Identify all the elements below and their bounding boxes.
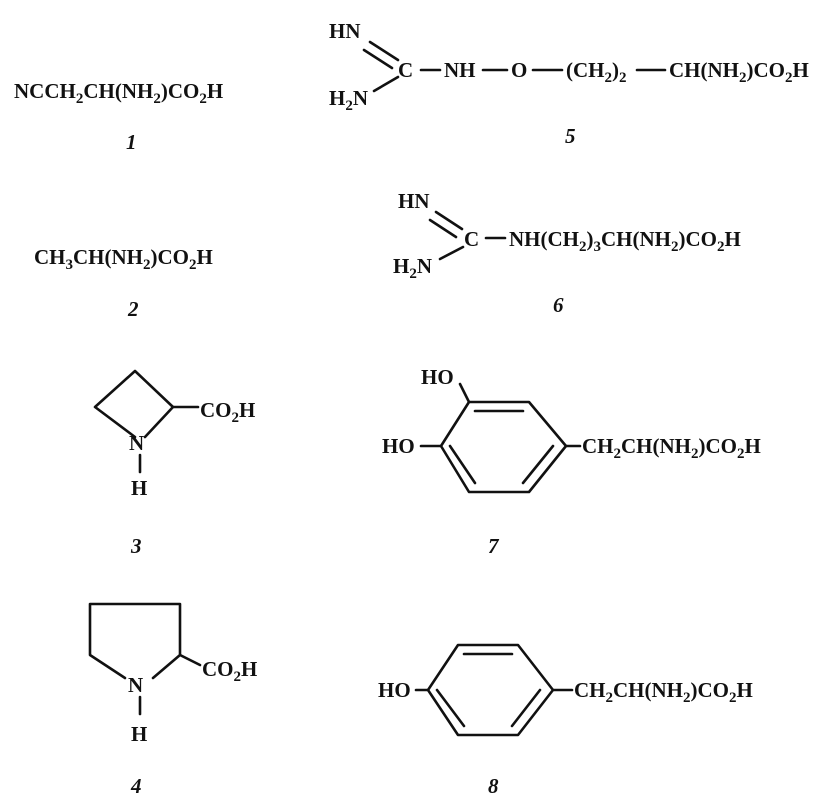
compound-7: HO HO CH2CH(NH2)CO2H 7 — [382, 365, 761, 558]
compound-4-number: 4 — [130, 774, 142, 798]
benzene-ring — [439, 400, 568, 494]
compound-5: HN H2N C NH O (CH2)2 CH(NH2)CO2H 5 — [329, 19, 809, 148]
compound-6-number: 6 — [553, 293, 564, 317]
compound-5-nh: NH — [444, 58, 476, 82]
aromatic-double-bond-b — [521, 444, 555, 485]
compound-5-oxygen: O — [511, 58, 527, 82]
imino-double-bond-a — [434, 210, 464, 231]
benzene-ring — [426, 643, 555, 737]
compound-7-hydroxyl-top: HO — [421, 365, 454, 389]
compound-7-side-chain: CH2CH(NH2)CO2H — [582, 434, 761, 462]
compound-8-hydroxyl: HO — [378, 678, 411, 702]
hydroxyl-bond-top — [458, 382, 471, 404]
compound-7-number: 7 — [488, 534, 500, 558]
ring-to-carboxyl-bond — [178, 653, 202, 667]
aromatic-double-bond-b — [510, 688, 542, 728]
compound-4-carboxyl: CO2H — [202, 657, 257, 685]
compound-3-nitrogen: N — [129, 431, 144, 455]
azetidine-ring — [93, 369, 175, 439]
compound-5-amino: H2N — [329, 86, 368, 114]
compound-7-hydroxyl-left: HO — [382, 434, 415, 458]
compound-6-carbon: C — [464, 227, 479, 251]
compound-5-imino: HN — [329, 19, 361, 43]
compound-1-formula: NCCH2CH(NH2)CO2H — [14, 79, 223, 107]
compound-2-formula: CH3CH(NH2)CO2H — [34, 245, 213, 273]
compound-3: CO2H N H 3 — [93, 369, 255, 558]
compound-6-amino: H2N — [393, 254, 432, 282]
compound-3-carboxyl: CO2H — [200, 398, 255, 426]
compound-1: NCCH2CH(NH2)CO2H 1 — [14, 79, 223, 154]
compound-4: CO2H N H 4 — [88, 602, 257, 798]
imino-double-bond-b — [428, 218, 458, 239]
compound-5-number: 5 — [565, 124, 576, 148]
compound-2: CH3CH(NH2)CO2H 2 — [34, 245, 213, 321]
amino-bond — [438, 245, 465, 261]
compound-8-number: 8 — [488, 774, 499, 798]
compound-4-hydrogen: H — [131, 722, 147, 746]
compound-3-hydrogen: H — [131, 476, 147, 500]
compound-5-amino-acid: CH(NH2)CO2H — [669, 58, 809, 86]
imino-double-bond-b — [362, 48, 394, 70]
compound-8: HO CH2CH(NH2)CO2H 8 — [378, 643, 753, 798]
pyrrolidine-ring — [88, 602, 182, 680]
compound-6-imino: HN — [398, 189, 430, 213]
compound-6: HN H2N C NH(CH2)3CH(NH2)CO2H 6 — [393, 189, 741, 317]
compound-5-carbon: C — [398, 58, 413, 82]
aromatic-double-bond-c — [448, 444, 477, 485]
amino-bond — [372, 75, 400, 93]
compound-1-number: 1 — [126, 130, 137, 154]
compound-5-methylene: (CH2)2 — [566, 58, 627, 86]
compound-3-number: 3 — [130, 534, 142, 558]
compound-6-chain: NH(CH2)3CH(NH2)CO2H — [509, 227, 741, 255]
compound-2-number: 2 — [127, 297, 139, 321]
imino-double-bond-a — [368, 40, 400, 62]
aromatic-double-bond-c — [435, 688, 466, 728]
compound-4-nitrogen: N — [128, 673, 143, 697]
compound-8-side-chain: CH2CH(NH2)CO2H — [574, 678, 753, 706]
